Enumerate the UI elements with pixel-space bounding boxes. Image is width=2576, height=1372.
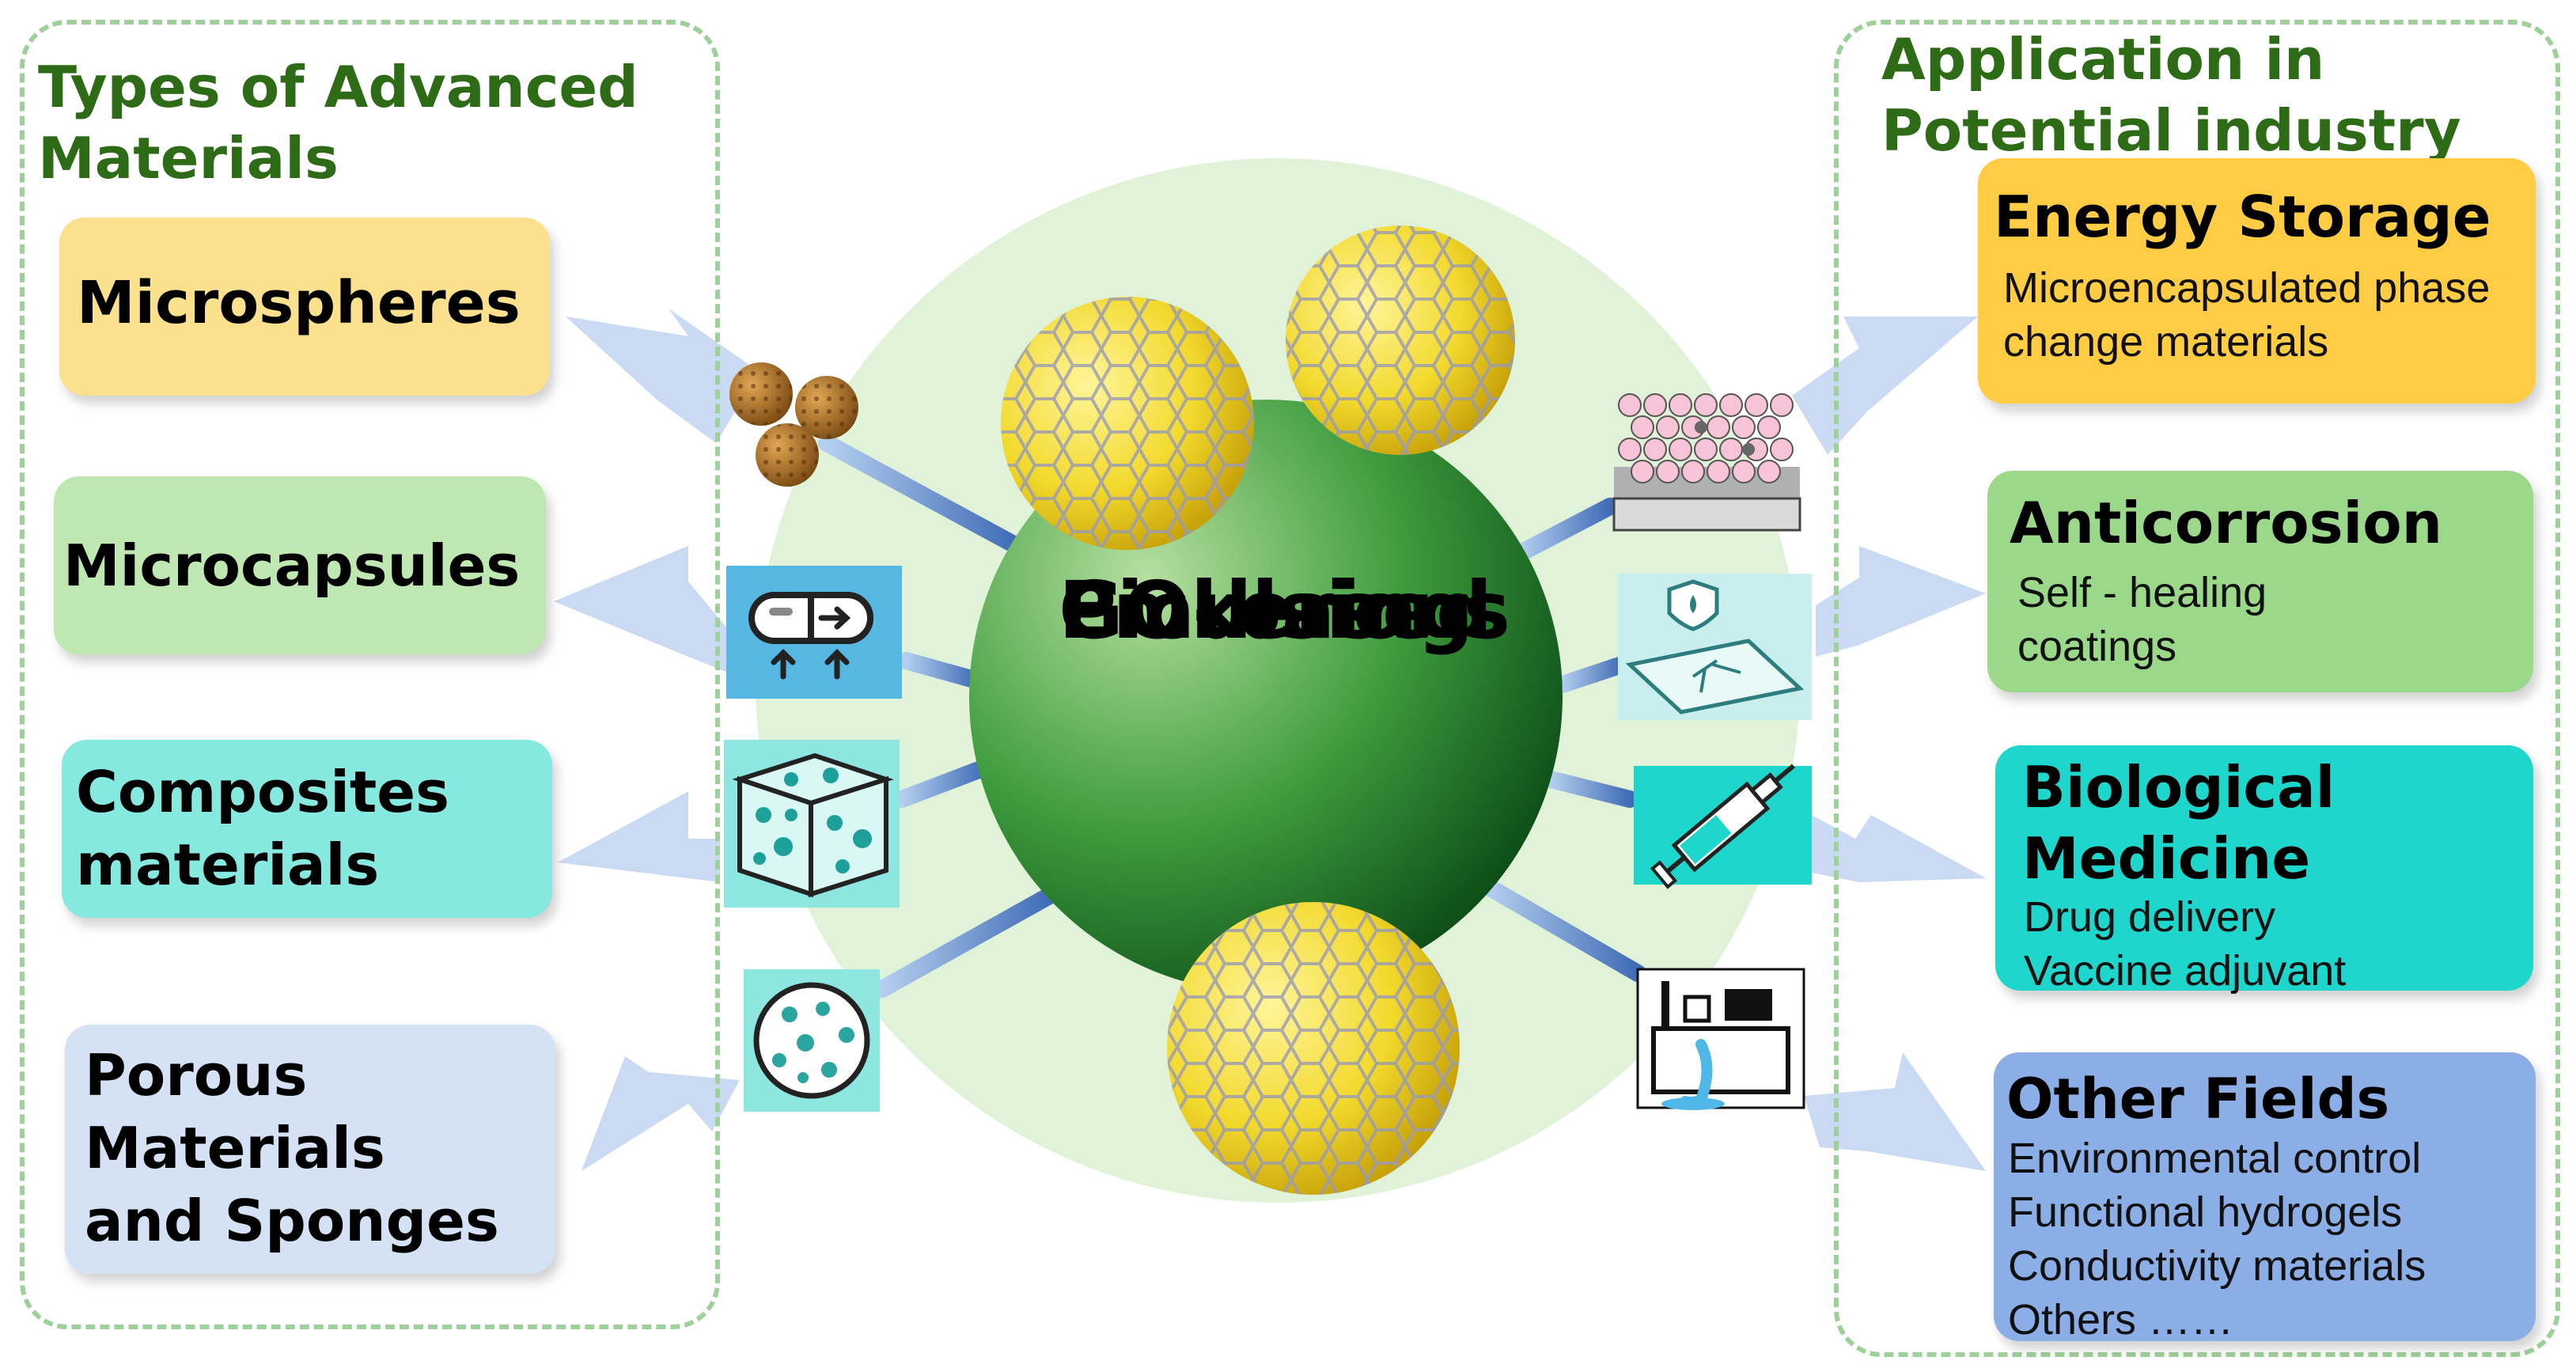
other-fields-body-line-1: Environmental control bbox=[2008, 1135, 2422, 1182]
energy-storage-body-line-2: change materials bbox=[2003, 318, 2329, 366]
energy-storage-body: Microencapsulated phase change materials bbox=[2003, 261, 2490, 369]
medicine-label-line-1: Biological bbox=[2022, 754, 2335, 821]
composites-label-line-2: materials bbox=[76, 832, 380, 898]
coated-surface-icon bbox=[1612, 393, 1801, 532]
right-panel-title-line-2: Potential industry bbox=[1881, 97, 2461, 164]
anticorrosion-body-line-2: coatings bbox=[2017, 623, 2177, 670]
microspheres-label: Microspheres bbox=[77, 269, 521, 337]
anticorrosion-label: Anticorrosion bbox=[2010, 490, 2442, 556]
microspheres-box: Microspheres bbox=[59, 218, 550, 396]
medicine-body: Drug delivery Vaccine adjuvant bbox=[2024, 890, 2346, 998]
other-fields-body: Environmental control Functional hydroge… bbox=[2008, 1131, 2426, 1347]
right-panel bbox=[1834, 20, 2560, 1357]
anticorrosion-body: Self - healing coatings bbox=[2017, 566, 2267, 673]
emulsion-droplet-2 bbox=[1286, 226, 1515, 455]
left-panel bbox=[20, 20, 720, 1329]
composites-box: Composites materials bbox=[62, 740, 552, 918]
other-fields-body-line-2: Functional hydrogels bbox=[2008, 1188, 2403, 1236]
left-panel-title-line-1: Types of Advanced bbox=[38, 54, 638, 120]
energy-storage-box: Energy Storage Microencapsulated phase c… bbox=[1978, 158, 2536, 404]
arrow-microspheres bbox=[566, 309, 760, 443]
other-fields-body-line-4: Others …… bbox=[2008, 1296, 2234, 1344]
connector-porous bbox=[873, 885, 1061, 998]
capsule-icon bbox=[726, 566, 902, 699]
arrow-anticorrosion bbox=[1816, 546, 1986, 657]
medicine-box: Biological Medicine Drug delivery Vaccin… bbox=[1995, 745, 2533, 995]
emulsion-droplet-1 bbox=[1001, 297, 1254, 550]
connector-water bbox=[1479, 877, 1646, 982]
energy-storage-label: Energy Storage bbox=[1994, 184, 2491, 250]
porous-label-line-2: Materials bbox=[85, 1115, 385, 1181]
left-panel-title: Types of Advanced Materials bbox=[38, 51, 638, 194]
syringe-icon bbox=[1634, 764, 1812, 889]
center-title-line-1: GO-based bbox=[1059, 564, 1493, 657]
medicine-body-line-1: Drug delivery bbox=[2024, 893, 2276, 941]
porous-label-line-1: Porous bbox=[85, 1042, 308, 1109]
center-title-line-3: Emulsions bbox=[1059, 564, 1511, 657]
porous-label-line-3: and Sponges bbox=[85, 1188, 499, 1254]
composites-label: Composites materials bbox=[76, 756, 449, 901]
connector-microspheres bbox=[818, 434, 1025, 555]
composites-label-line-1: Composites bbox=[76, 759, 449, 825]
left-panel-title-line-2: Materials bbox=[38, 125, 339, 191]
porous-block-icon bbox=[724, 740, 900, 908]
other-fields-box: Other Fields Environmental control Funct… bbox=[1994, 1052, 2536, 1344]
other-fields-label: Other Fields bbox=[2006, 1067, 2390, 1131]
emulsion-droplet-3 bbox=[1167, 902, 1460, 1195]
right-panel-title: Application in Potential industry bbox=[1881, 24, 2461, 166]
anticorrosion-body-line-1: Self - healing bbox=[2017, 569, 2267, 616]
microcapsules-label: Microcapsules bbox=[63, 533, 521, 599]
porous-sphere-icon bbox=[744, 969, 880, 1112]
other-fields-body-line-3: Conductivity materials bbox=[2008, 1242, 2426, 1290]
connector-lines bbox=[818, 434, 1646, 998]
water-treatment-icon bbox=[1636, 968, 1805, 1110]
connector-medicine bbox=[1542, 771, 1638, 808]
center-title-line-2: Pickering bbox=[1059, 564, 1474, 657]
right-panel-title-line-1: Application in bbox=[1881, 26, 2325, 93]
connector-anticorrosion bbox=[1554, 656, 1631, 693]
arrow-composites bbox=[558, 791, 720, 882]
arrow-porous bbox=[581, 1056, 740, 1171]
particles-icon bbox=[729, 362, 858, 487]
medicine-label-line-2: Medicine bbox=[2022, 825, 2311, 892]
arrow-medicine bbox=[1800, 815, 1986, 882]
medicine-label: Biological Medicine bbox=[2022, 752, 2335, 894]
porous-box: Porous Materials and Sponges bbox=[65, 1025, 555, 1274]
left-arrows bbox=[554, 309, 760, 1171]
medicine-body-line-2: Vaccine adjuvant bbox=[2024, 947, 2347, 995]
arrow-microcapsules bbox=[554, 546, 728, 673]
porous-label: Porous Materials and Sponges bbox=[85, 1039, 499, 1257]
anticorrosion-box: Anticorrosion Self - healing coatings bbox=[1987, 471, 2533, 692]
connector-composites bbox=[893, 759, 994, 808]
connector-energy bbox=[1510, 498, 1619, 563]
connector-microcapsules bbox=[897, 652, 986, 689]
right-arrows bbox=[1792, 316, 1986, 1171]
arrow-other bbox=[1804, 1052, 1986, 1171]
energy-storage-body-line-1: Microencapsulated phase bbox=[2003, 264, 2491, 312]
cracked-coating-icon bbox=[1618, 574, 1812, 720]
microcapsules-box: Microcapsules bbox=[54, 476, 546, 654]
